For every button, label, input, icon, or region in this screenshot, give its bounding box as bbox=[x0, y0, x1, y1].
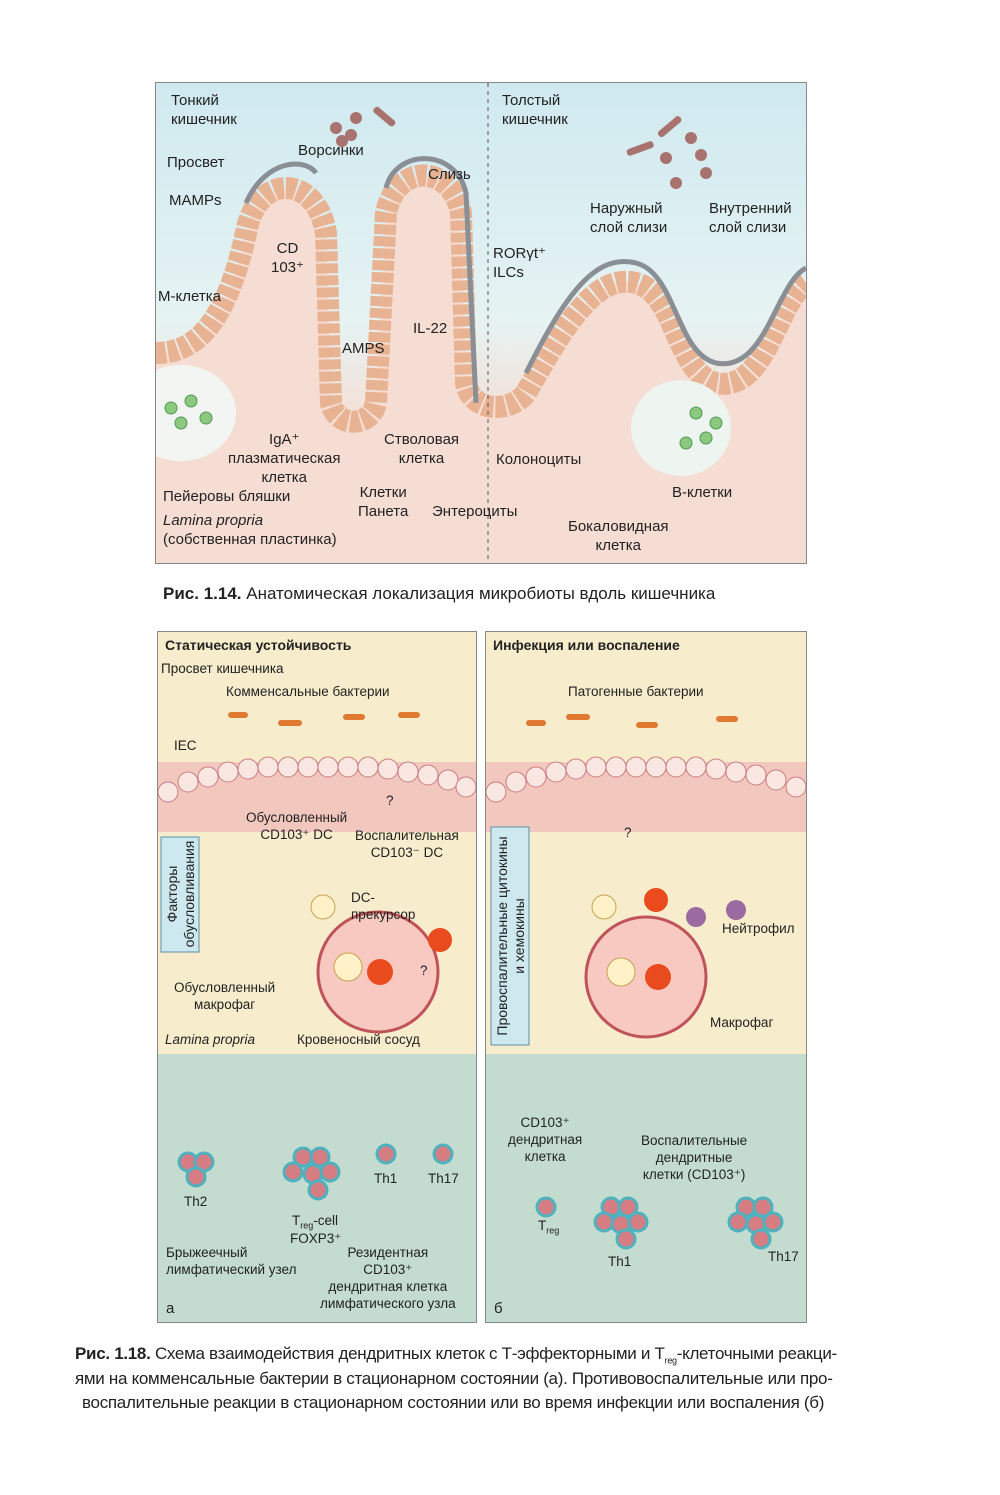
panel-b: Инфекция или воспаление Патогенные бакте… bbox=[485, 631, 807, 1323]
label-paneth-cells: Клетки Панета bbox=[358, 484, 409, 520]
label-large-intestine: Толстый кишечник bbox=[502, 92, 568, 128]
caption-line1-a: Схема взаимодействия дендритных клеток с… bbox=[150, 1344, 665, 1363]
label-th1-b: Th1 bbox=[608, 1254, 632, 1269]
treg-sub: reg bbox=[300, 1220, 314, 1231]
panel-b-title: Инфекция или воспаление bbox=[493, 637, 680, 653]
label-conditioning-factors-text: Факторы обусловливания bbox=[164, 840, 197, 948]
label-conditioning-factors: Факторы обусловливания bbox=[164, 838, 198, 950]
label-lamina-propria-ru: (собственная пластинка) bbox=[163, 531, 337, 548]
label-conditioned-macrophage: Обусловленный макрофаг bbox=[174, 980, 276, 1012]
label-villi: Ворсинки bbox=[298, 142, 364, 159]
label-mesenteric-node: Брыжеечный лимфатический узел bbox=[166, 1245, 297, 1277]
caption-figure-1-14: Рис. 1.14. Анатомическая локализация мик… bbox=[163, 584, 715, 604]
proinflammatory-box bbox=[490, 826, 530, 1046]
label-treg-cell: Treg-cell bbox=[292, 1212, 338, 1235]
caption-label: Рис. 1.14. bbox=[163, 584, 242, 603]
label-macrophage: Макрофаг bbox=[710, 1015, 774, 1030]
label-mucus: Слизь bbox=[428, 166, 471, 183]
caption-figure-1-18-line2: ями на комменсальные бактерии в стациона… bbox=[75, 1369, 833, 1388]
label-th17-a: Th17 bbox=[428, 1171, 459, 1186]
label-commensal-bacteria: Комменсальные бактерии bbox=[226, 684, 390, 699]
label-b-cells: B-клетки bbox=[672, 484, 733, 501]
b-cells bbox=[164, 394, 723, 450]
label-cd103: CD 103⁺ bbox=[271, 240, 304, 276]
label-th17-b: Th17 bbox=[768, 1249, 799, 1264]
caption-line1-sub: reg bbox=[664, 1355, 677, 1366]
label-treg-b: Treg bbox=[538, 1217, 559, 1240]
label-ror-ilcs: RORγt⁺ ILCs bbox=[493, 245, 546, 281]
panel-a-illustration bbox=[158, 712, 476, 1201]
panel-a-title: Статическая устойчивость bbox=[165, 637, 352, 653]
label-outer-mucus: Наружный слой слизи bbox=[590, 200, 668, 236]
label-mamps: MAMPs bbox=[169, 192, 222, 209]
epithelium bbox=[156, 164, 806, 433]
caption-figure-1-18-line3: воспалительные реакции в стационарном со… bbox=[82, 1393, 825, 1412]
label-proinflammatory: Провоспалительные цитокины и хемокины bbox=[494, 828, 528, 1044]
label-inflammatory-dcs: Воспалительные дендритные клетки (CD103⁺… bbox=[641, 1133, 748, 1182]
label-colonocytes: Колоноциты bbox=[496, 451, 582, 468]
caption-figure-1-18-line1: Рис. 1.18. Схема взаимодействия дендритн… bbox=[75, 1344, 837, 1365]
question-mark-1: ? bbox=[386, 793, 394, 808]
caption-line1-b: -клеточными реакци- bbox=[676, 1344, 837, 1363]
caption-text: Анатомическая локализация микробиоты вдо… bbox=[241, 584, 716, 603]
label-inflammatory-dc: Воспалительная CD103⁻ DC bbox=[355, 828, 459, 860]
question-mark-b: ? bbox=[624, 825, 632, 840]
label-stem-cell: Стволовая клетка bbox=[384, 431, 460, 467]
lymphoid-follicle bbox=[631, 380, 731, 476]
label-conditioned-dc: Обусловленный CD103⁺ DC bbox=[246, 810, 348, 842]
label-resident-dc: Резидентная CD103⁺ дендритная клетка лим… bbox=[320, 1245, 456, 1311]
label-dc-precursor: DC- прекурсор bbox=[351, 890, 416, 922]
label-small-intestine: Тонкий кишечник bbox=[171, 92, 237, 128]
conditioning-factors-box bbox=[160, 836, 200, 953]
label-goblet-cell: Бокаловидная клетка bbox=[568, 518, 669, 554]
label-blood-vessel: Кровеносный сосуд bbox=[297, 1032, 420, 1047]
panel-b-illustration bbox=[486, 714, 806, 1250]
label-lamina-propria-a: Lamina propria bbox=[165, 1032, 256, 1047]
label-th1-a: Th1 bbox=[374, 1171, 398, 1186]
label-th2: Th2 bbox=[184, 1194, 208, 1209]
label-foxp3: FOXP3⁺ bbox=[290, 1231, 342, 1246]
mucus-layer bbox=[243, 156, 806, 404]
treg-b-sub: reg bbox=[546, 1225, 560, 1236]
label-enterocytes: Энтероциты bbox=[432, 503, 518, 520]
treg-t: T bbox=[292, 1213, 301, 1228]
caption-label-118: Рис. 1.18. bbox=[75, 1344, 151, 1363]
intestine-illustration bbox=[156, 83, 806, 563]
label-lumen: Просвет bbox=[167, 154, 225, 171]
treg-b-t: T bbox=[538, 1218, 547, 1233]
label-lumen-a: Просвет кишечника bbox=[161, 661, 284, 676]
label-amps: AMPS bbox=[342, 340, 385, 357]
bacteria-group bbox=[330, 106, 712, 189]
label-iec: IEC bbox=[174, 738, 197, 753]
label-lamina-propria: Lamina propria bbox=[163, 512, 264, 529]
label-pathogenic-bacteria: Патогенные бактерии bbox=[568, 684, 704, 699]
panel-b-letter: б bbox=[494, 1300, 503, 1317]
label-inner-mucus: Внутренний слой слизи bbox=[709, 200, 792, 236]
label-neutrophil: Нейтрофил bbox=[722, 921, 795, 936]
question-mark-2: ? bbox=[420, 963, 428, 978]
label-m-cell: М-клетка bbox=[158, 288, 221, 305]
figure-1-14: Тонкий кишечник Толстый кишечник Просвет… bbox=[155, 82, 807, 564]
peyer-patch bbox=[156, 365, 236, 461]
label-il22: IL-22 bbox=[413, 320, 448, 337]
panel-a: Статическая устойчивость Просвет кишечни… bbox=[157, 631, 477, 1323]
label-proinflammatory-text: Провоспалительные цитокины и хемокины bbox=[494, 836, 527, 1036]
label-cd103-dc: CD103⁺ дендритная клетка bbox=[508, 1115, 583, 1164]
treg-suffix: -cell bbox=[313, 1213, 339, 1228]
label-peyer-patches: Пейеровы бляшки bbox=[163, 488, 291, 505]
panel-a-letter: а bbox=[166, 1300, 175, 1317]
label-iga-plasma-cell: IgA⁺ плазматическая клетка bbox=[228, 431, 341, 486]
